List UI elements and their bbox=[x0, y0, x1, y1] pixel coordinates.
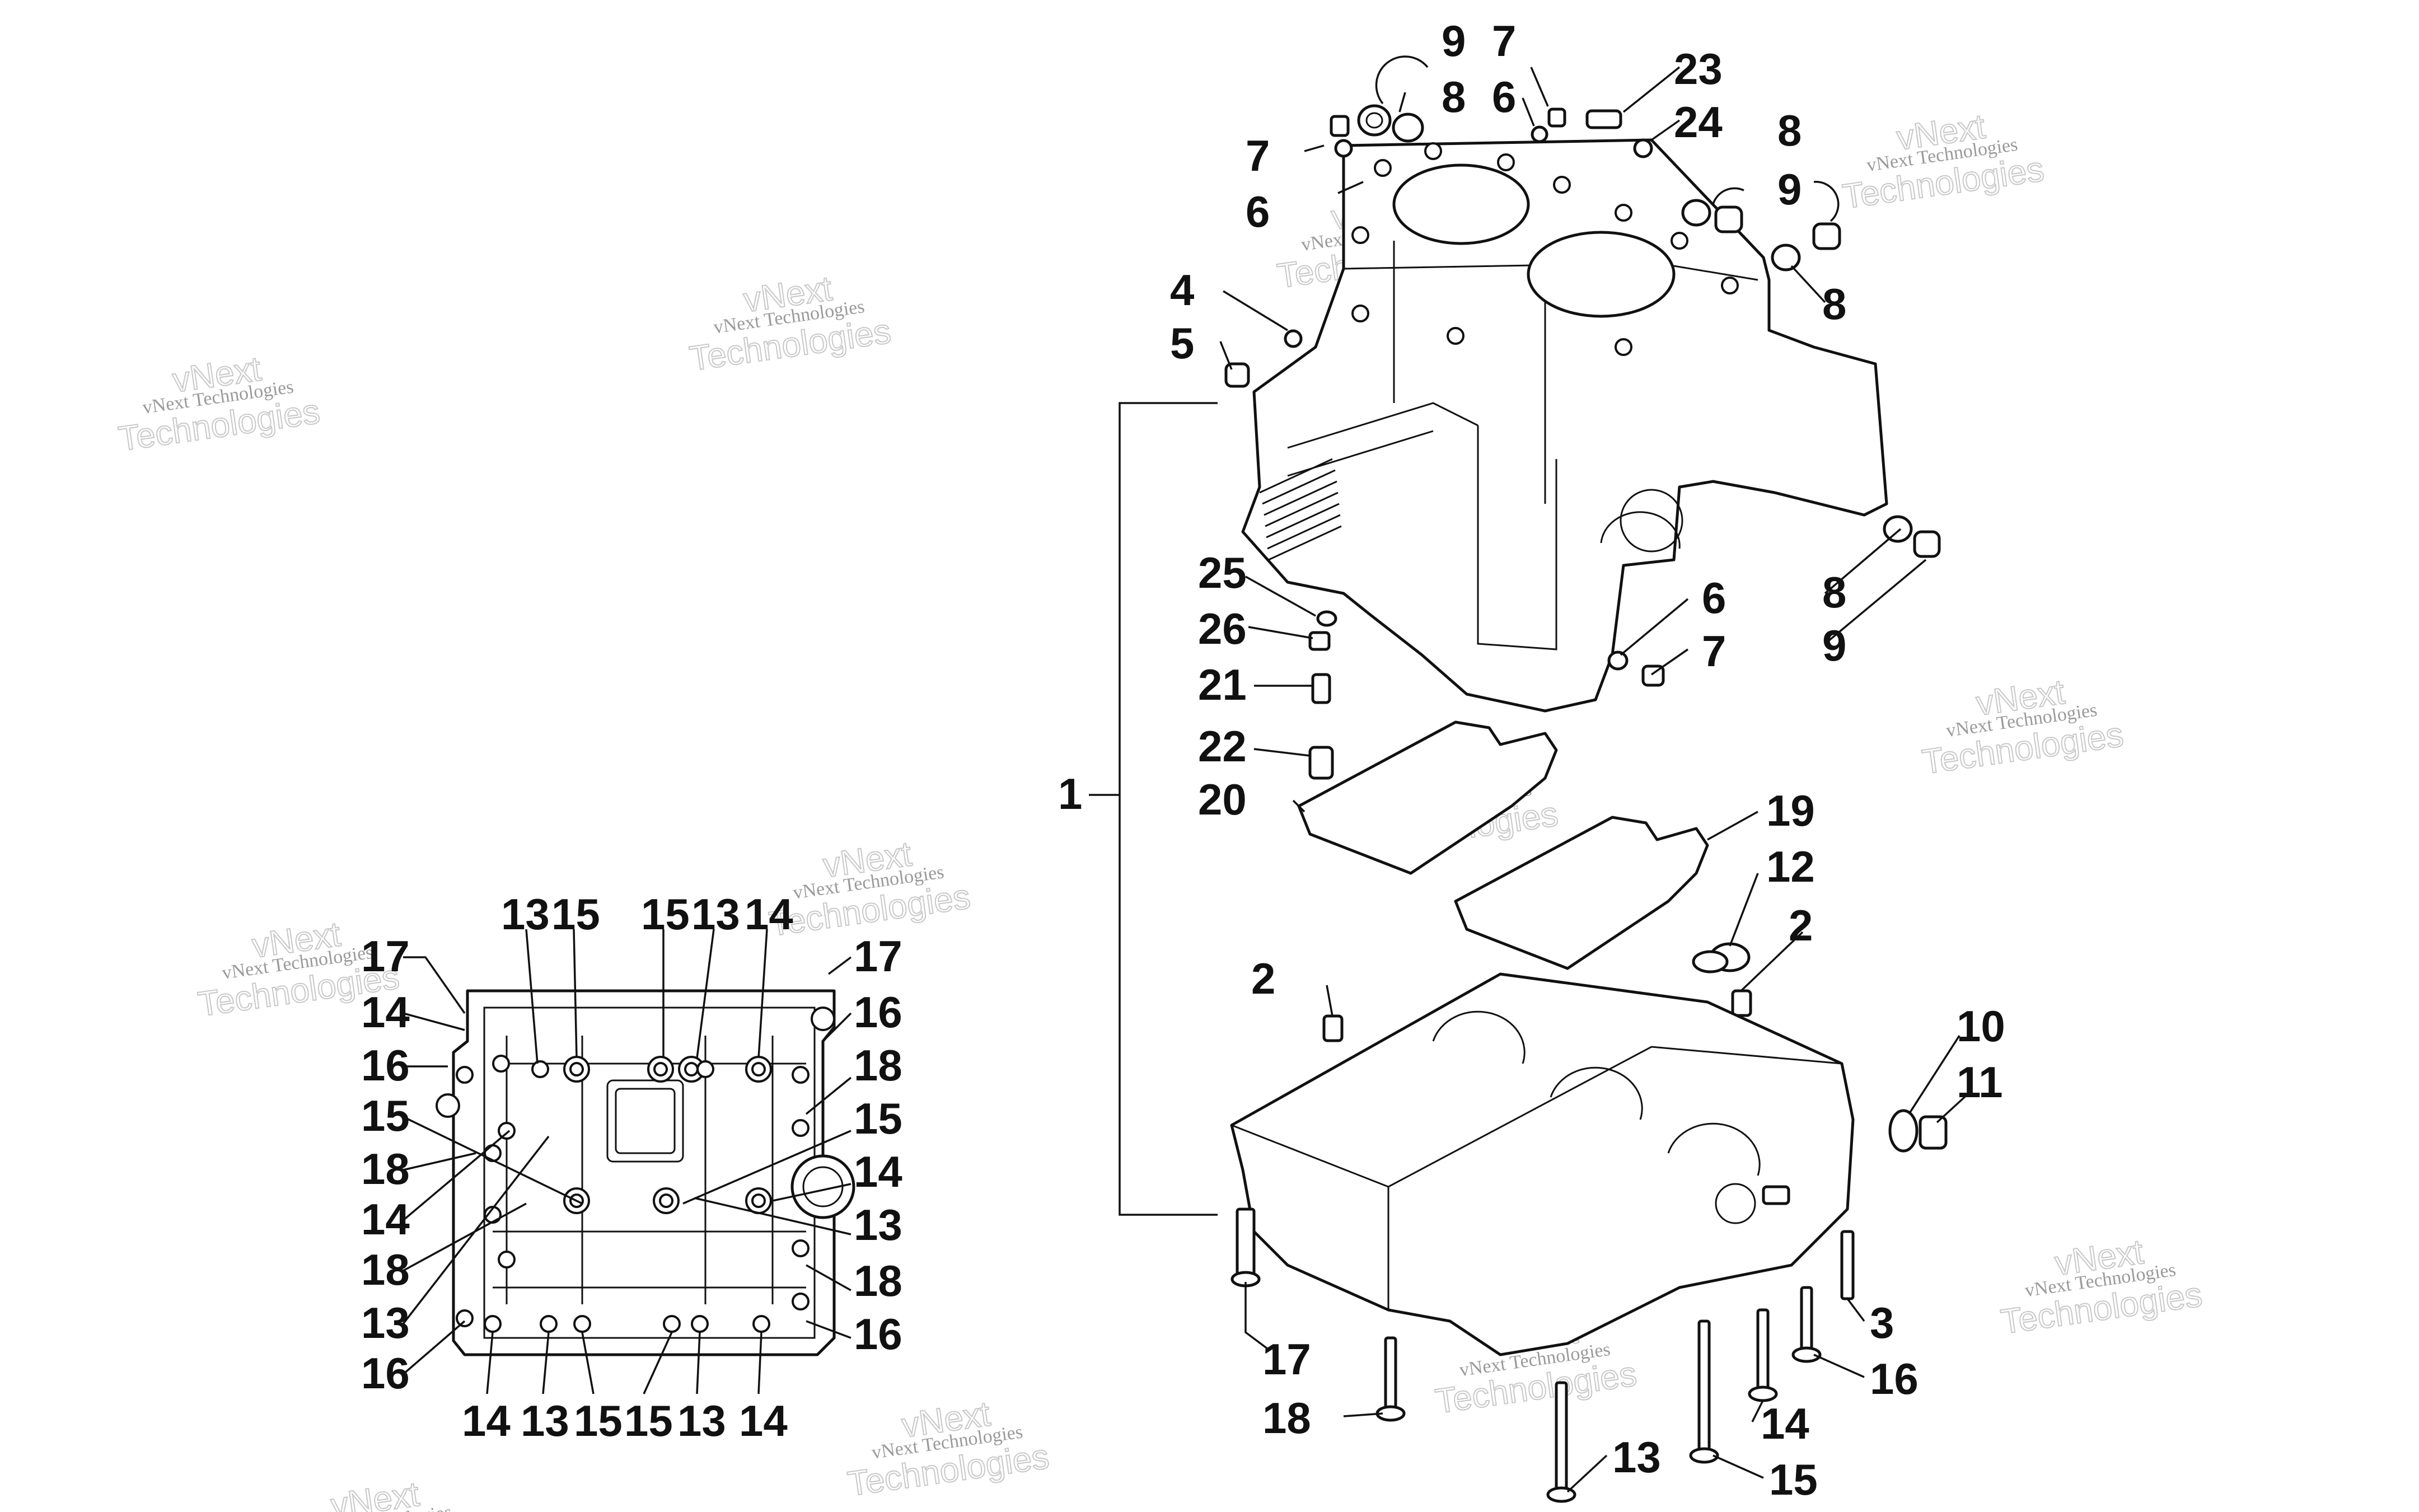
callout-21: 21 bbox=[1198, 660, 1247, 709]
callout-26: 26 bbox=[1198, 604, 1247, 653]
callout-14: 14 bbox=[1761, 1399, 1809, 1448]
callout-15: 15 bbox=[1769, 1455, 1818, 1504]
callout-7: 7 bbox=[1246, 131, 1270, 180]
callout-15: 15 bbox=[361, 1091, 410, 1140]
callout-2: 2 bbox=[1789, 901, 1813, 950]
callout-17: 17 bbox=[1262, 1335, 1311, 1384]
leader-lines bbox=[402, 55, 1972, 1493]
callout-9: 9 bbox=[1777, 165, 1802, 214]
callout-13: 13 bbox=[691, 890, 740, 939]
cooling-fins bbox=[1259, 458, 1342, 561]
callout-20: 20 bbox=[1198, 775, 1247, 824]
callout-10: 10 bbox=[1957, 1001, 2005, 1051]
callout-16: 16 bbox=[361, 1041, 410, 1090]
callout-8: 8 bbox=[1822, 568, 1846, 617]
callout-8: 8 bbox=[1442, 72, 1466, 121]
callout-15: 15 bbox=[854, 1094, 902, 1143]
lower-crankcase bbox=[1230, 972, 1855, 1356]
callout-15: 15 bbox=[574, 1396, 623, 1445]
callout-18: 18 bbox=[854, 1041, 902, 1090]
bolt-holes bbox=[436, 1007, 835, 1333]
callout-11: 11 bbox=[1957, 1057, 2002, 1107]
callout-7: 7 bbox=[1492, 16, 1516, 65]
callout-15: 15 bbox=[624, 1396, 673, 1445]
callout-13: 13 bbox=[361, 1298, 410, 1347]
callout-16: 16 bbox=[854, 1309, 902, 1359]
callout-17: 17 bbox=[361, 931, 410, 981]
callout-3: 3 bbox=[1870, 1298, 1894, 1347]
watermark-line-1: vNext bbox=[329, 1475, 422, 1512]
callout-12: 12 bbox=[1766, 842, 1815, 891]
callout-14: 14 bbox=[462, 1396, 511, 1445]
callout-23: 23 bbox=[1674, 44, 1723, 93]
upper-crankcase bbox=[1241, 138, 1888, 713]
callout-13: 13 bbox=[501, 890, 550, 939]
callout-24: 24 bbox=[1674, 97, 1723, 147]
callout-1: 1 bbox=[1058, 769, 1082, 818]
small-parts-upper bbox=[1224, 104, 1941, 780]
callout-7: 7 bbox=[1702, 626, 1726, 676]
callout-8: 8 bbox=[1777, 106, 1802, 155]
callout-16: 16 bbox=[361, 1349, 410, 1398]
callout-14: 14 bbox=[745, 890, 793, 939]
callout-16: 16 bbox=[854, 987, 902, 1037]
callout-5: 5 bbox=[1170, 319, 1194, 368]
callout-labels: 1 9 7 23 8 6 24 7 8 9 6 8 4 5 25 26 21 2… bbox=[361, 16, 2005, 1504]
callout-13: 13 bbox=[854, 1200, 902, 1249]
callout-8: 8 bbox=[1822, 279, 1846, 329]
callout-22: 22 bbox=[1198, 722, 1247, 771]
callout-13: 13 bbox=[1612, 1433, 1661, 1482]
callout-25: 25 bbox=[1198, 548, 1247, 597]
callout-9: 9 bbox=[1822, 621, 1846, 670]
callout-14: 14 bbox=[854, 1147, 902, 1196]
callout-6: 6 bbox=[1492, 72, 1516, 121]
callout-14: 14 bbox=[739, 1396, 788, 1445]
callout-18: 18 bbox=[854, 1256, 902, 1305]
callout-6: 6 bbox=[1246, 187, 1270, 236]
callout-18: 18 bbox=[361, 1144, 410, 1193]
callout-15: 15 bbox=[641, 890, 690, 939]
callout-17: 17 bbox=[854, 931, 902, 981]
callout-6: 6 bbox=[1702, 573, 1726, 622]
callout-14: 14 bbox=[361, 987, 410, 1037]
callout-16: 16 bbox=[1870, 1354, 1919, 1403]
lower-case-bottom-view bbox=[436, 989, 855, 1356]
callout-15: 15 bbox=[551, 890, 600, 939]
callout-18: 18 bbox=[361, 1245, 410, 1294]
callout-13: 13 bbox=[677, 1396, 726, 1445]
callout-19: 19 bbox=[1766, 786, 1815, 835]
callout-18: 18 bbox=[1262, 1393, 1311, 1443]
callout-9: 9 bbox=[1442, 16, 1466, 65]
callout-4: 4 bbox=[1170, 265, 1194, 315]
callout-2: 2 bbox=[1251, 954, 1275, 1003]
callout-13: 13 bbox=[521, 1396, 569, 1445]
callout-14: 14 bbox=[361, 1195, 410, 1244]
